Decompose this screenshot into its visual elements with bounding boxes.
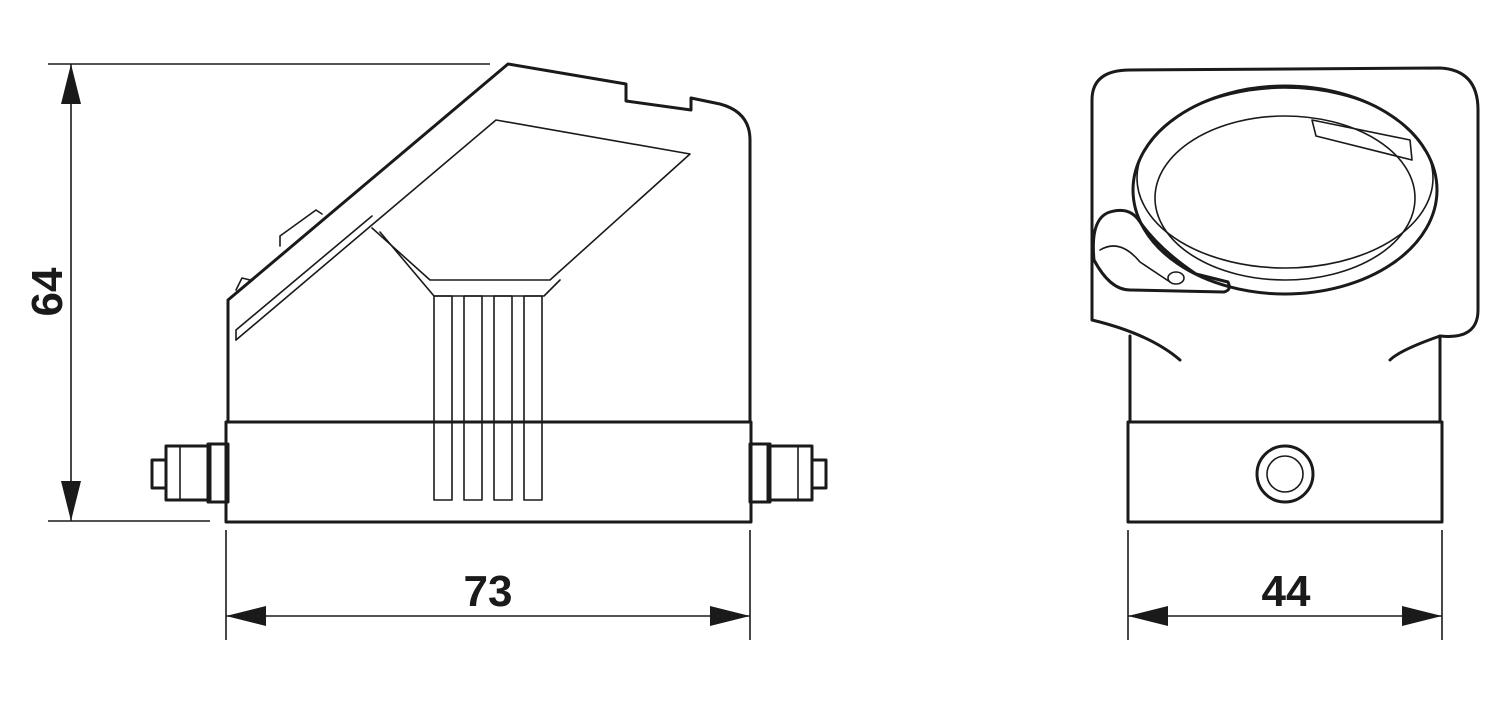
rib [463, 295, 483, 501]
rib [433, 295, 453, 501]
front-view-ring-tab [1311, 119, 1413, 161]
rib [493, 295, 513, 501]
front-view-ring-outer [1131, 84, 1439, 296]
side-view-inner-v [379, 231, 561, 297]
side-view-housing-outline [226, 62, 752, 424]
front-view-screw-inner [1266, 455, 1304, 493]
front-view-ring-inner [1154, 115, 1416, 281]
front-view-screw-outer [1255, 444, 1315, 504]
arrowhead-right [710, 606, 750, 626]
side-view-right-pin [748, 442, 828, 504]
side-view-flap-hinge [235, 215, 373, 341]
front-view-latch-pin [1167, 271, 1185, 285]
front-view-latch-lever [1091, 208, 1231, 294]
front-view-neck [1128, 334, 1442, 424]
rib [523, 295, 543, 501]
arrowhead-left [1128, 606, 1168, 626]
front-view-head-outline [1090, 66, 1480, 362]
side-view-ribs [433, 295, 543, 501]
dimension-side-width: 73 [225, 530, 751, 640]
side-view-latch-step [279, 209, 323, 247]
side-view-hood-flap [235, 119, 691, 341]
height-label: 64 [23, 267, 72, 316]
front-view [1090, 66, 1480, 524]
front-view-base-band [1126, 420, 1444, 524]
arrowhead-up [61, 64, 81, 104]
front-view-ring-inner2 [1136, 87, 1434, 269]
front-view-latch-inner [1099, 245, 1171, 283]
arrowhead-left [226, 606, 266, 626]
side-view [150, 62, 828, 524]
side-view-left-pin [150, 442, 230, 504]
front-width-label: 44 [1262, 567, 1311, 616]
side-view-base-band [224, 420, 753, 524]
dimension-height: 64 [23, 63, 490, 522]
arrowhead-right [1402, 606, 1442, 626]
side-width-label: 73 [464, 567, 513, 616]
dimension-front-width: 44 [1127, 530, 1443, 640]
side-view-latch-knob [235, 277, 251, 291]
arrowhead-down [61, 481, 81, 521]
